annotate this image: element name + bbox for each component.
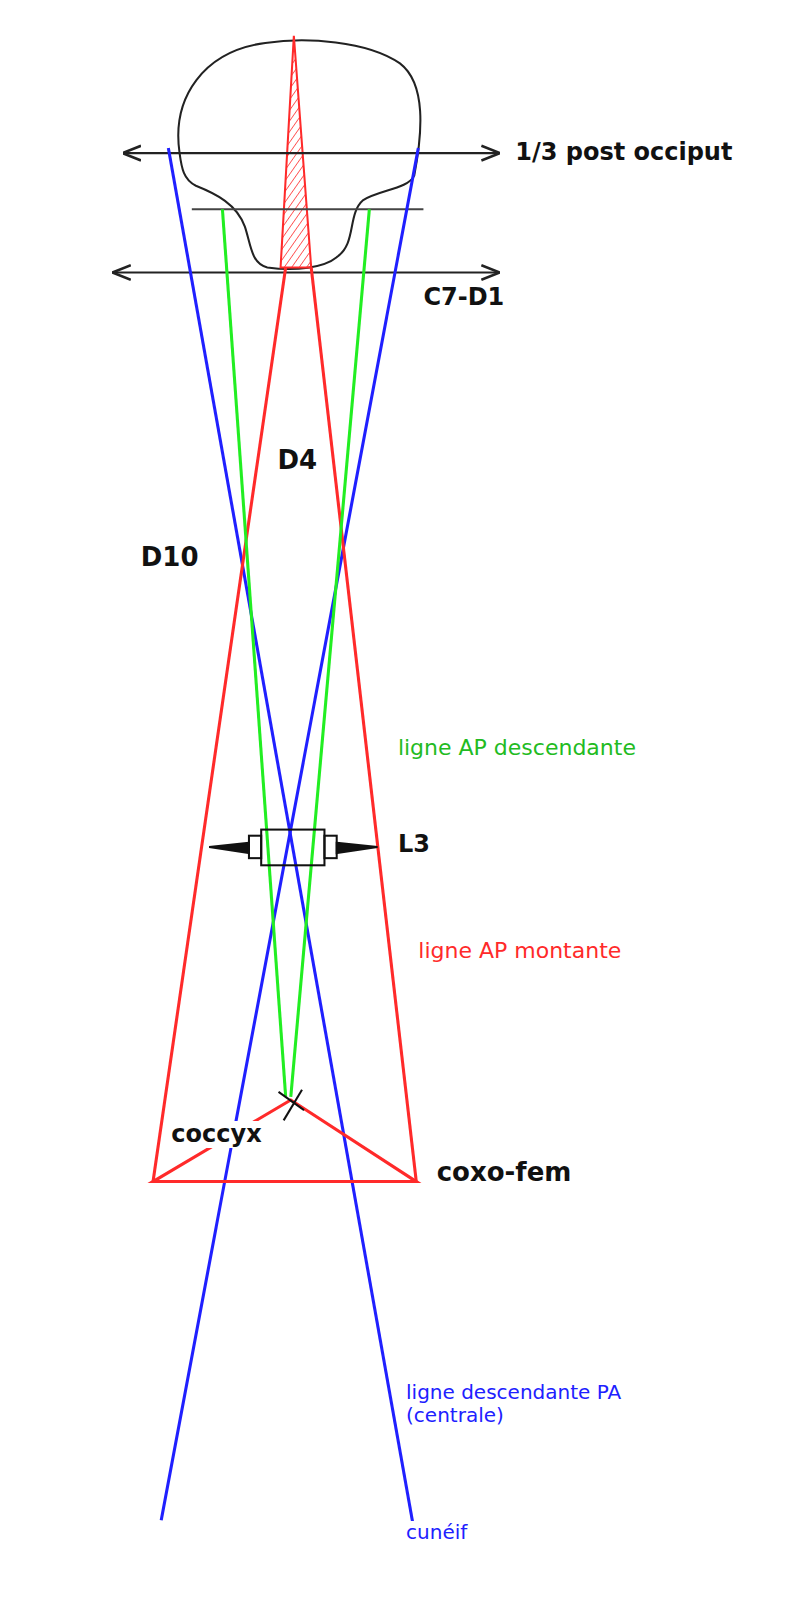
- neck-line: [192, 208, 424, 210]
- landmark-label: coxo-fem: [435, 1158, 574, 1188]
- line-label: ligne descendante PA (centrale): [404, 1381, 698, 1427]
- vertebra-label: C7-D1: [421, 284, 506, 312]
- c7-line: [114, 271, 498, 273]
- region-label: 1/3 post occiput: [513, 139, 734, 167]
- hatched-wedge: [281, 36, 312, 268]
- landmark-label: cunéif: [404, 1521, 469, 1544]
- ap-up-line: [311, 267, 416, 1181]
- vertebra-label: D4: [275, 446, 319, 476]
- coccyx-mark: [279, 1090, 305, 1121]
- ap-up-line: [153, 267, 286, 1181]
- line-label: ligne AP montante: [416, 938, 623, 963]
- line-label: ligne AP descendante: [396, 735, 638, 760]
- occiput-line: [124, 152, 497, 154]
- pa-line: [161, 148, 418, 1520]
- vertebra-label: D10: [139, 543, 201, 573]
- landmark-label: coccyx: [169, 1121, 263, 1149]
- ap-down-line: [222, 209, 285, 1097]
- vertebra-label: L3: [396, 831, 432, 859]
- ap-down-line: [291, 209, 370, 1097]
- pelvis-triangle: [153, 1100, 416, 1182]
- vertebra-symbol: [209, 830, 377, 866]
